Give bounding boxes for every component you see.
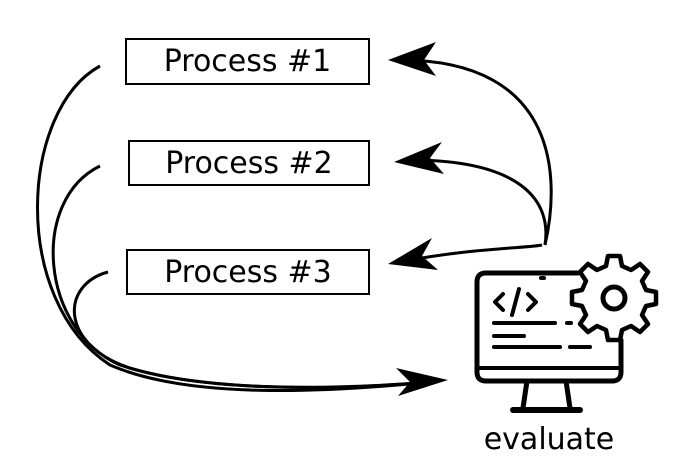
- process-to-evaluate-arrows: [36, 64, 431, 393]
- process-1-label: Process #1: [163, 44, 332, 79]
- arrow-process3-to-evaluate: [72, 270, 431, 389]
- arrowhead-to-process1: [388, 42, 436, 76]
- process-3-label: Process #3: [164, 254, 332, 290]
- arrowhead-to-process2: [394, 142, 444, 174]
- process-1-box: Process #1: [125, 38, 370, 85]
- arrow-process1-to-evaluate: [36, 64, 431, 393]
- arrow-evaluate-to-process2: [409, 158, 548, 246]
- process-2-label: Process #2: [165, 145, 333, 181]
- process-3-box: Process #3: [126, 249, 370, 295]
- evaluate-label: evaluate: [483, 422, 615, 457]
- arrow-evaluate-to-process1: [399, 58, 553, 246]
- computer-code-gear-icon: [474, 253, 659, 413]
- process-2-box: Process #2: [128, 140, 370, 186]
- arrowhead-to-process3: [388, 238, 438, 270]
- arrowhead-to-evaluate: [396, 368, 448, 396]
